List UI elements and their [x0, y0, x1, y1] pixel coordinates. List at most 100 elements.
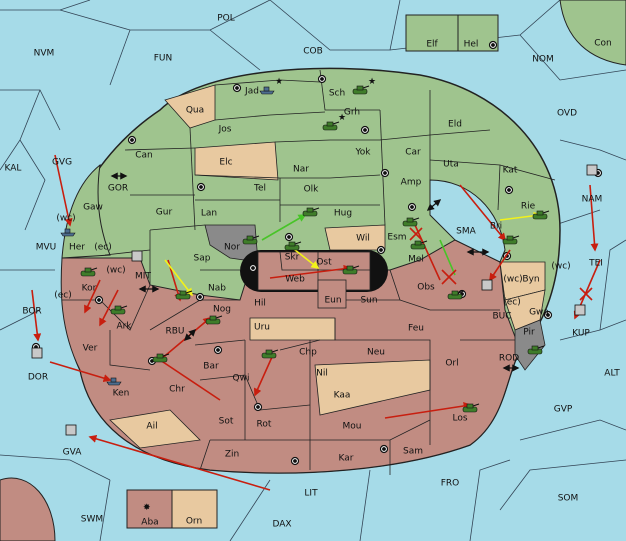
- province-label-sam[interactable]: Sam: [403, 447, 423, 457]
- unit-grh-army-icon[interactable]: [322, 121, 340, 131]
- sea-label-swm[interactable]: SWM: [81, 515, 103, 525]
- unit-qwi-army-icon[interactable]: [261, 349, 279, 359]
- province-label-elc[interactable]: Elc: [219, 158, 232, 168]
- province-label-nab[interactable]: Nab: [208, 284, 226, 294]
- sea-label-alt[interactable]: ALT: [604, 369, 620, 379]
- province-label-nog[interactable]: Nog: [213, 305, 231, 315]
- province-label-yok[interactable]: Yok: [354, 148, 371, 158]
- province-label-gur[interactable]: Gur: [156, 208, 173, 218]
- sea-label-cob[interactable]: COB: [303, 47, 323, 57]
- sea-label-dax[interactable]: DAX: [272, 520, 291, 530]
- province-label-sun[interactable]: Sun: [360, 296, 377, 306]
- province-label-rot[interactable]: Rot: [257, 420, 272, 430]
- sea-label-nom[interactable]: NOM: [532, 55, 554, 65]
- coast-tag-2[interactable]: (wc): [106, 266, 125, 276]
- province-label-qwi[interactable]: Qwi: [233, 374, 250, 384]
- unit-kor-army-icon[interactable]: [80, 267, 98, 277]
- unit-mel-army-icon[interactable]: [410, 240, 428, 250]
- province-label-jos[interactable]: Jos: [218, 125, 232, 135]
- sea-label-kup[interactable]: KUP: [572, 329, 590, 339]
- province-label-los[interactable]: Los: [452, 414, 467, 424]
- unit-web-army-icon[interactable]: [342, 265, 360, 275]
- unit-esm-army-icon[interactable]: [402, 217, 420, 227]
- unit-rie-army-icon[interactable]: [532, 210, 550, 220]
- coast-tag-6[interactable]: (ec): [503, 298, 521, 308]
- square-marker-icon[interactable]: [481, 279, 493, 291]
- sea-label-som[interactable]: SOM: [558, 494, 579, 504]
- square-marker-icon[interactable]: [131, 250, 143, 262]
- unit-pir-army-icon[interactable]: [527, 345, 545, 355]
- sea-label-mvu[interactable]: MVU: [36, 243, 57, 253]
- province-label-grh[interactable]: Grh: [344, 108, 360, 118]
- sea-label-nam[interactable]: NAM: [582, 195, 603, 205]
- province-label-mel[interactable]: Mel: [408, 255, 424, 265]
- province-label-chp[interactable]: Chp: [299, 348, 317, 358]
- sea-label-gor[interactable]: GOR: [108, 184, 128, 194]
- unit-los-army-icon[interactable]: [462, 403, 480, 413]
- province-label-olk[interactable]: Olk: [304, 185, 320, 195]
- province-label-eld[interactable]: Eld: [448, 120, 462, 130]
- sea-label-sma[interactable]: SMA: [456, 227, 476, 237]
- province-label-hug[interactable]: Hug: [334, 209, 352, 219]
- province-label-can[interactable]: Can: [135, 151, 153, 161]
- province-label-kaa[interactable]: Kaa: [334, 391, 351, 401]
- province-label-tel[interactable]: Tel: [253, 184, 266, 194]
- unit-jad-fleet-icon[interactable]: [259, 86, 275, 95]
- province-label-lan[interactable]: Lan: [201, 209, 217, 219]
- sea-label-gvg[interactable]: GVG: [52, 158, 72, 168]
- province-label-uta[interactable]: Uta: [443, 160, 459, 170]
- province-label-mou[interactable]: Mou: [343, 422, 362, 432]
- unit-sch-army-icon[interactable]: [352, 85, 370, 95]
- province-label-orn[interactable]: Orn: [186, 517, 202, 527]
- province-label-zin[interactable]: Zin: [225, 450, 239, 460]
- sea-label-kal[interactable]: KAL: [5, 164, 22, 174]
- coast-tag-3[interactable]: (ec): [54, 291, 72, 301]
- province-label-obs[interactable]: Obs: [417, 283, 435, 293]
- province-label-pir[interactable]: Pir: [523, 328, 535, 338]
- province-label-ost[interactable]: Ost: [316, 258, 332, 268]
- province-label-ark[interactable]: Ark: [116, 322, 132, 332]
- sea-label-mit[interactable]: MIT: [135, 272, 151, 282]
- province-label-hel[interactable]: Hel: [464, 40, 479, 50]
- unit-ark-army-icon[interactable]: [110, 305, 128, 315]
- sea-label-lit[interactable]: LIT: [304, 489, 318, 499]
- province-label-web[interactable]: Web: [285, 275, 305, 285]
- unit-chr-army-icon[interactable]: [152, 353, 170, 363]
- sea-label-rod[interactable]: ROD: [499, 354, 519, 364]
- sea-label-bor[interactable]: BOR: [22, 307, 41, 317]
- province-label-ail[interactable]: Ail: [146, 422, 157, 432]
- province-label-chr[interactable]: Chr: [169, 385, 185, 395]
- province-label-bri[interactable]: Bri: [490, 222, 502, 232]
- square-marker-icon[interactable]: [65, 424, 77, 436]
- coast-tag-5[interactable]: (wc): [551, 262, 570, 272]
- unit-ken-fleet-icon[interactable]: [106, 377, 122, 386]
- sea-label-ovd[interactable]: OVD: [557, 109, 577, 119]
- province-label-kar[interactable]: Kar: [339, 454, 354, 464]
- sea-label-fun[interactable]: FUN: [154, 54, 173, 64]
- sea-label-con[interactable]: Con: [594, 39, 612, 49]
- province-label-aba[interactable]: Aba: [141, 518, 158, 528]
- province-label-gaw[interactable]: Gaw: [83, 203, 103, 213]
- province-label-skr[interactable]: Skr: [285, 253, 300, 263]
- province-label-kat[interactable]: Kat: [503, 166, 518, 176]
- coast-tag-1[interactable]: (ec): [94, 243, 112, 253]
- sea-label-rbu[interactable]: RBU: [165, 327, 184, 337]
- sea-label-buc[interactable]: BUC: [492, 312, 511, 322]
- unit-nor-army-icon[interactable]: [242, 235, 260, 245]
- unit-sap-army-icon[interactable]: [175, 290, 193, 300]
- province-label-hil[interactable]: Hil: [254, 299, 266, 309]
- province-label-eun[interactable]: Eun: [324, 296, 341, 306]
- province-label-gwa[interactable]: Gwa: [529, 308, 549, 318]
- province-label-bar[interactable]: Bar: [203, 362, 219, 372]
- unit-hug-army-icon[interactable]: [302, 207, 320, 217]
- province-label-orl[interactable]: Orl: [445, 359, 458, 369]
- province-label-amp[interactable]: Amp: [401, 178, 422, 188]
- coast-tag-0[interactable]: (wc): [56, 214, 75, 224]
- province-label-esm[interactable]: Esm: [387, 233, 406, 243]
- province-label-nor[interactable]: Nor: [224, 243, 240, 253]
- province-label-feu[interactable]: Feu: [408, 324, 424, 334]
- unit-obs-army-icon[interactable]: [447, 290, 465, 300]
- province-label-nar[interactable]: Nar: [293, 165, 309, 175]
- square-marker-icon[interactable]: [31, 347, 43, 359]
- province-label-nil[interactable]: Nil: [316, 369, 328, 379]
